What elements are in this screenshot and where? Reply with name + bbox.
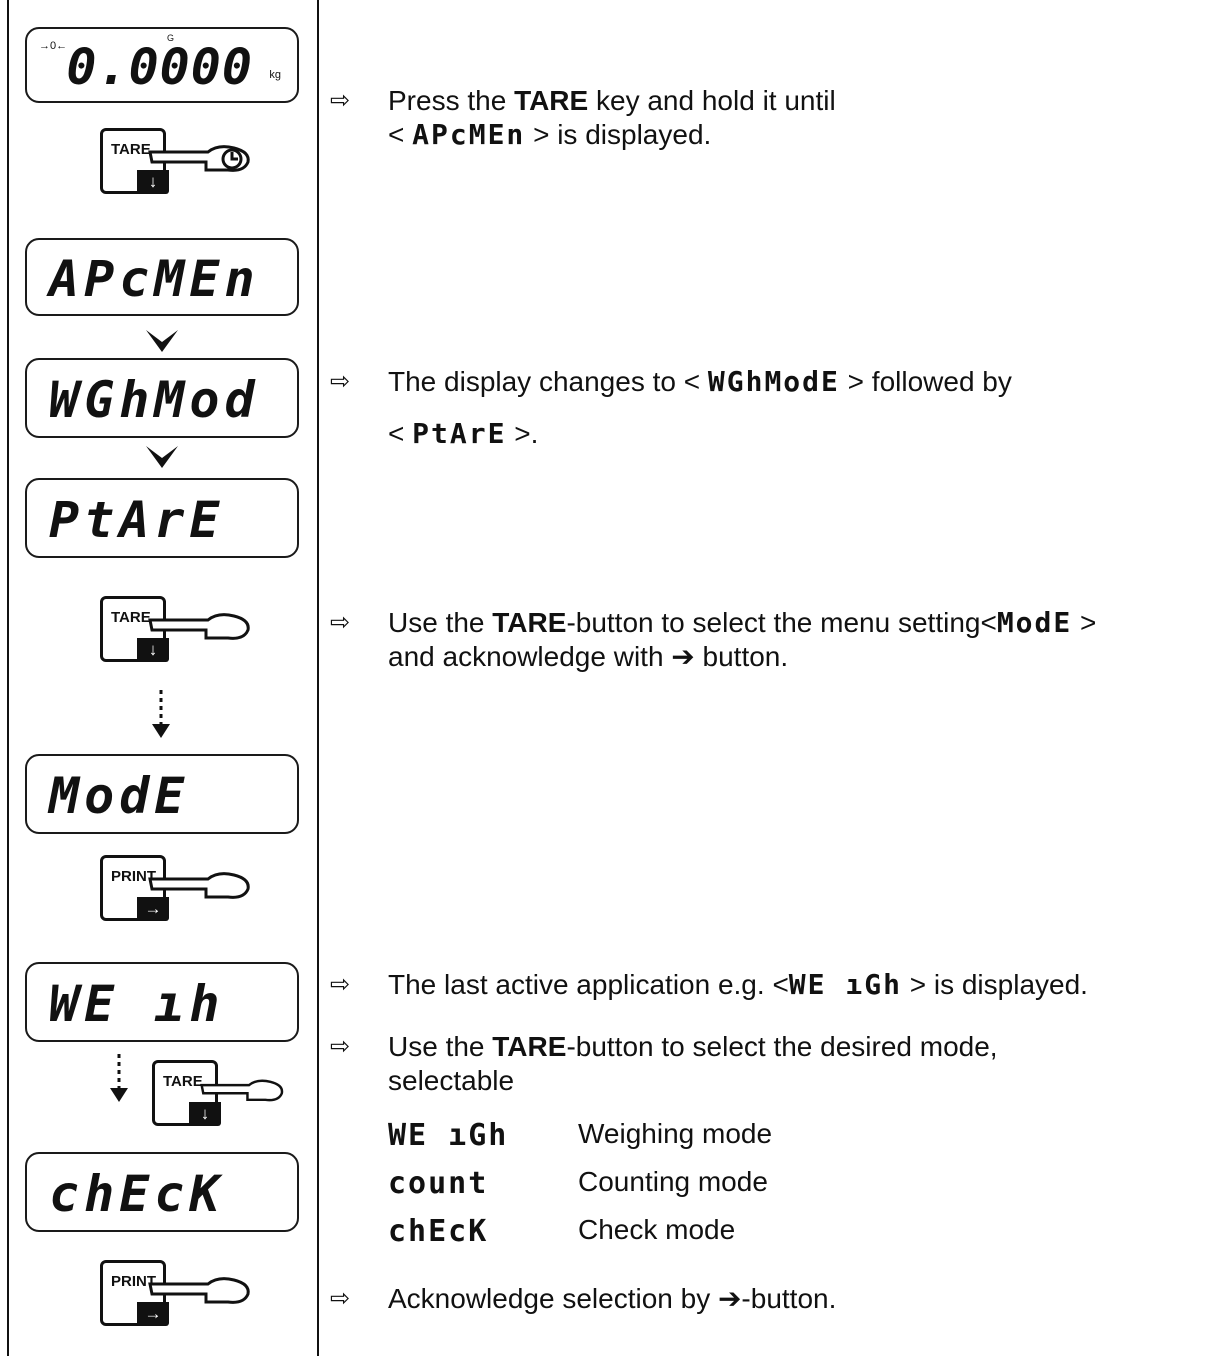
column-divider-line — [317, 0, 319, 1356]
step-text: < — [388, 418, 413, 449]
arrow-bullet-icon: ⇨ — [330, 1033, 351, 1060]
print-key-label: PRINT — [111, 868, 156, 885]
print-key-label: PRINT — [111, 1273, 156, 1290]
finger-press-icon — [148, 872, 250, 899]
step-text: Acknowledge selection by ➔-button. — [388, 1283, 837, 1314]
weight-reading: 0.0000 — [66, 38, 253, 96]
tare-key-label: TARE — [111, 141, 151, 158]
step-text: > is displayed. — [525, 119, 712, 150]
lcd-display-check: chEcK — [25, 1152, 299, 1232]
lcd-text: WE ıh — [49, 975, 225, 1033]
step-text: > is displayed. — [901, 969, 1088, 1000]
step-text: Use the — [388, 607, 493, 638]
right-arrow-icon: → — [137, 1302, 169, 1326]
mode-row-weigh: WE ıGh Weighing mode — [388, 1118, 988, 1158]
tare-key-label: TARE — [111, 609, 151, 626]
lcd-display-zero: →0← G 0.0000 kg — [25, 27, 299, 103]
zero-indicator-icon: →0← — [39, 40, 68, 52]
chevron-down-icon — [146, 446, 178, 468]
step-text: Use the — [388, 1031, 493, 1062]
step-text: Press the — [388, 85, 515, 116]
unit-label: kg — [269, 69, 281, 81]
lcd-text: chEcK — [49, 1165, 225, 1223]
mode-description: Counting mode — [578, 1166, 768, 1197]
print-key-confirm[interactable]: PRINT → — [20, 1250, 300, 1340]
finger-press-icon — [148, 1277, 250, 1304]
step-text: < — [388, 119, 413, 150]
tare-key-hold[interactable]: TARE ↓ — [20, 118, 300, 208]
finger-press-icon — [148, 613, 250, 640]
step-text: selectable — [388, 1065, 515, 1096]
step-text: > followed by — [839, 366, 1012, 397]
mode-code: count — [388, 1166, 489, 1201]
print-key-icon[interactable]: PRINT → — [100, 1260, 169, 1326]
lcd-display-apcmen: APcMEn — [25, 238, 299, 316]
mode-description: Check mode — [578, 1214, 736, 1245]
step-text: > — [1072, 607, 1097, 638]
lcd-display-wghmod: WGhMod — [25, 358, 299, 438]
lcd-text: PtArE — [49, 491, 225, 549]
tare-key-press[interactable]: TARE ↓ — [20, 586, 300, 676]
gross-indicator: G — [167, 33, 175, 43]
lcd-display-mode: ModE — [25, 754, 299, 834]
tare-key-label: TARE — [163, 1073, 203, 1090]
arrow-bullet-icon: ⇨ — [330, 971, 351, 998]
print-key-press[interactable]: PRINT → — [20, 845, 300, 935]
mode-description: Weighing mode — [578, 1118, 773, 1149]
lcd-display-weigh: WE ıh — [25, 962, 299, 1042]
lcd-text: APcMEn — [49, 250, 260, 308]
arrow-bullet-icon: ⇨ — [330, 87, 351, 114]
display-code: APcMEn — [412, 118, 526, 151]
lcd-display-ptare: PtArE — [25, 478, 299, 558]
mode-code: chEcK — [388, 1214, 489, 1249]
step-key-name: TARE — [492, 1031, 567, 1062]
step-text: key and hold it until — [588, 85, 836, 116]
step-text: >. — [506, 418, 539, 449]
display-code: WGhModE — [707, 365, 840, 398]
down-arrow-icon: ↓ — [137, 170, 169, 194]
step-text: The last active application e.g. < — [388, 969, 789, 1000]
lcd-text: ModE — [49, 767, 190, 825]
tare-key-icon[interactable]: TARE ↓ — [100, 596, 169, 662]
step-text: The display changes to < — [388, 366, 708, 397]
mode-row-count: count Counting mode — [388, 1166, 988, 1206]
step-key-name: TARE — [514, 85, 589, 116]
mode-row-check: chEcK Check mode — [388, 1214, 988, 1254]
left-border-line — [7, 0, 9, 1356]
finger-clock-icon — [148, 145, 250, 172]
arrow-bullet-icon: ⇨ — [330, 1285, 351, 1312]
arrow-bullet-icon: ⇨ — [330, 368, 351, 395]
display-code: ModE — [996, 606, 1073, 639]
chevron-down-icon — [146, 330, 178, 352]
finger-press-icon — [200, 1079, 284, 1102]
arrow-bullet-icon: ⇨ — [330, 609, 351, 636]
step-text: -button to select the desired mode, — [566, 1031, 998, 1062]
step-text: and acknowledge with ➔ button. — [388, 641, 789, 672]
display-code: PtArE — [412, 417, 507, 450]
mode-code: WE ıGh — [388, 1118, 509, 1153]
down-arrow-icon: ↓ — [137, 638, 169, 662]
dotted-down-arrow-icon — [152, 690, 170, 738]
step-text: -button to select the menu setting< — [566, 607, 997, 638]
lcd-text: WGhMod — [49, 371, 260, 429]
tare-key-select[interactable]: TARE ↓ — [82, 1050, 362, 1140]
step-key-name: TARE — [492, 607, 567, 638]
display-code: WE ıGh — [788, 968, 902, 1001]
tare-key-icon[interactable]: TARE ↓ — [100, 128, 169, 194]
right-arrow-icon: → — [137, 897, 169, 921]
down-arrow-icon: ↓ — [189, 1102, 221, 1126]
dotted-down-arrow-icon — [110, 1054, 128, 1102]
